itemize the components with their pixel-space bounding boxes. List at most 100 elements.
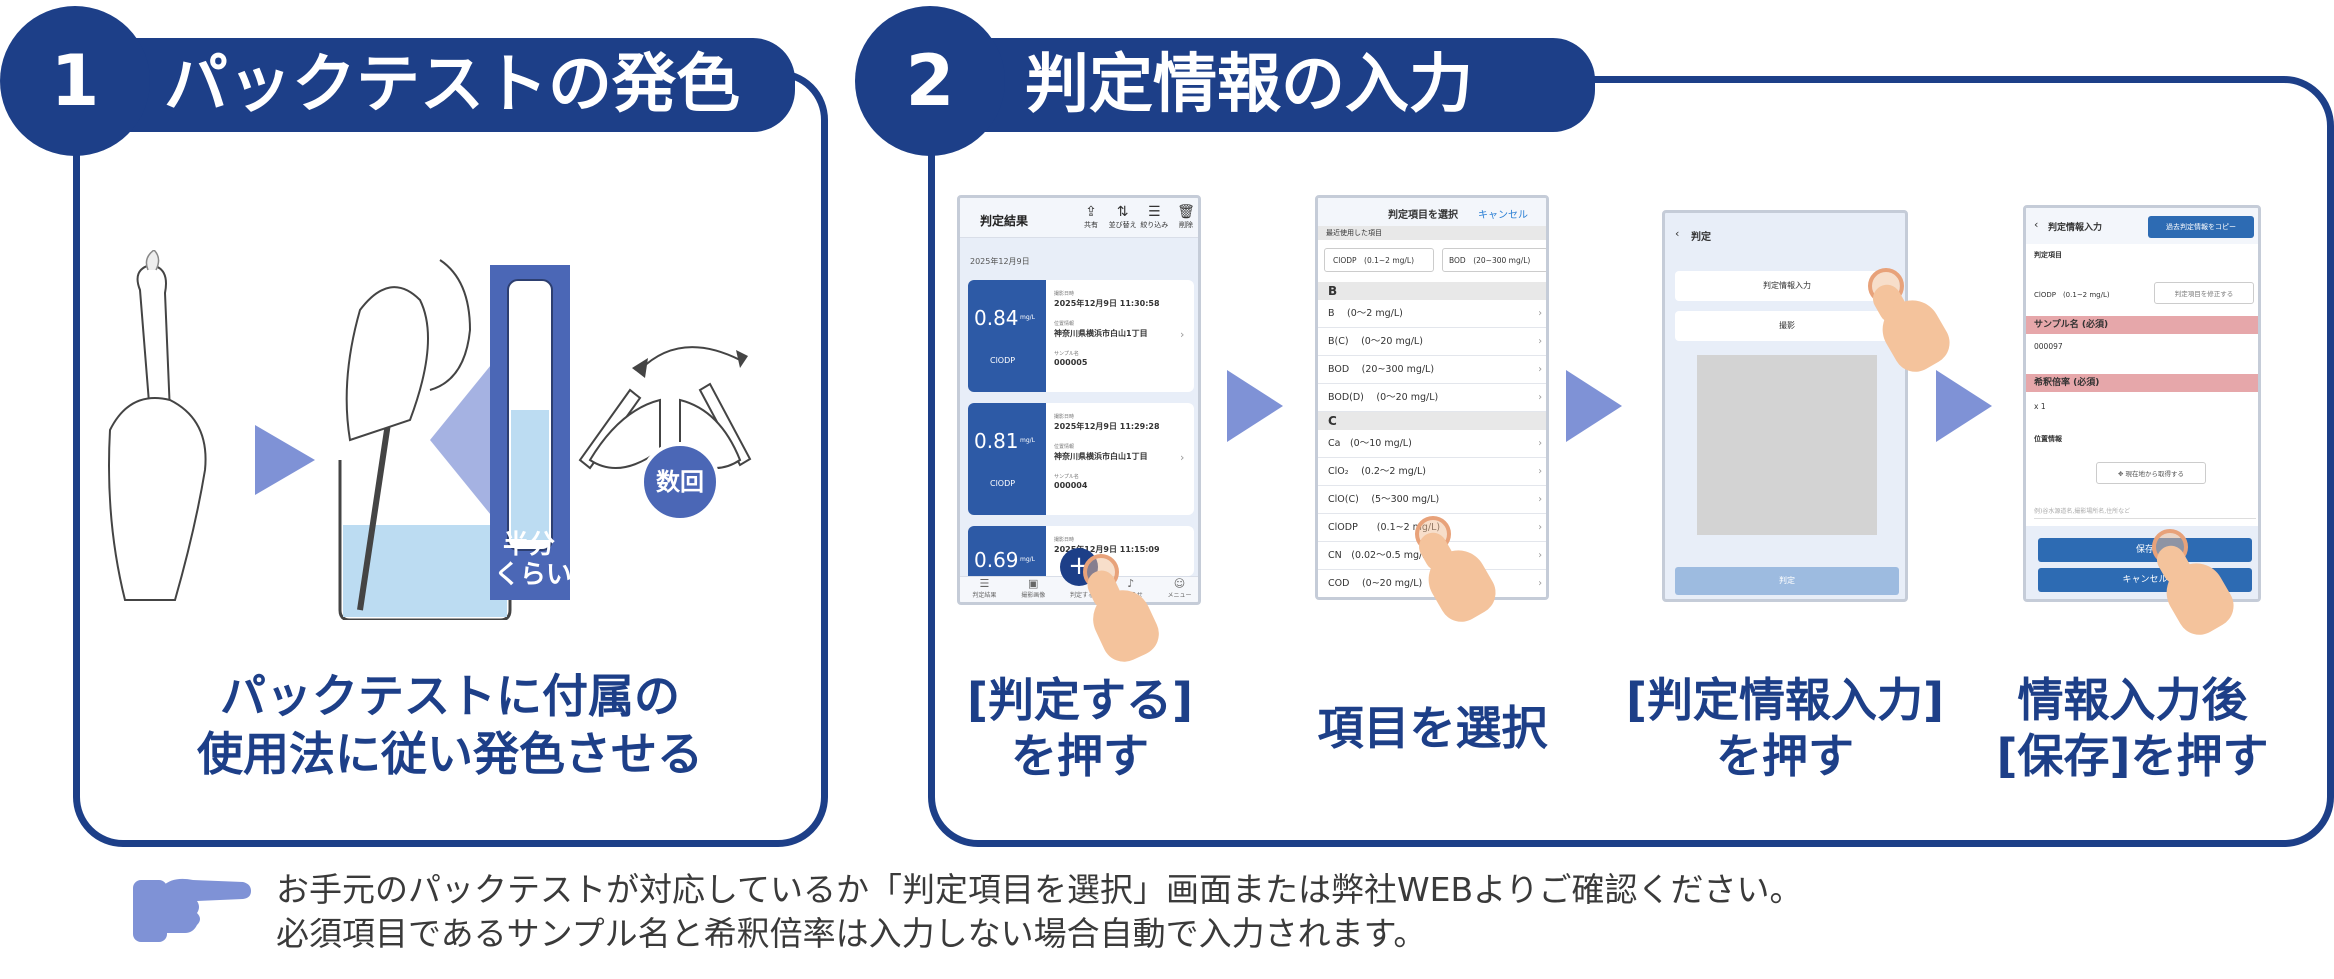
get-location-button[interactable]: ✥ 現在地から取得する — [2096, 462, 2206, 484]
save-button[interactable]: 保存 — [2038, 538, 2252, 562]
tab-results[interactable]: ☰判定結果 — [972, 577, 997, 599]
sample-name-label: サンプル名 (必須) — [2026, 316, 2258, 334]
location-input[interactable]: 例)谷水源道名,撮影場所名,住所など — [2034, 506, 2256, 519]
section-header: B — [1318, 282, 1546, 300]
photo-preview — [1697, 355, 1877, 535]
list-item[interactable]: BOD(D) (0～20 mg/L)› — [1318, 384, 1546, 412]
chevron-right-icon: › — [1538, 550, 1542, 561]
result-sample: 000005 — [1054, 358, 1088, 367]
result-time: 2025年12月9日 11:29:28 — [1054, 422, 1160, 431]
step1-caption-line1: パックテストに付属の — [220, 669, 680, 723]
screen-judge: ‹ 判定 判定情報入力 撮影 判定 — [1662, 210, 1908, 602]
item-value: ClODP (0.1~2 mg/L) — [2034, 291, 2110, 299]
chevron-right-icon: › — [1538, 522, 1542, 533]
step2-title-bar — [905, 38, 1595, 132]
back-icon[interactable]: ‹ — [1675, 227, 1680, 240]
tab-menu[interactable]: ☺メニュー — [1167, 577, 1192, 599]
result-time: 2025年12月9日 11:30:58 — [1054, 299, 1160, 308]
result-card[interactable]: 0.81 mg/L ClODP 撮影日時 2025年12月9日 11:29:28… — [968, 403, 1194, 515]
bell-icon: ♪ — [1127, 577, 1135, 590]
judge-header: ‹ 判定 — [1665, 213, 1905, 257]
step1-number-badge: 1 — [0, 6, 150, 156]
back-icon[interactable]: ‹ — [2034, 218, 2039, 231]
flow-arrow — [1566, 370, 1622, 442]
result-item: ClODP — [990, 479, 1016, 488]
sample-name-input[interactable]: 000097 — [2034, 342, 2063, 351]
result-value: 0.81 — [974, 429, 1019, 453]
info-header: ‹ 判定情報入力 過去判定情報をコピー — [2026, 208, 2258, 244]
note-line1: お手元のパックテストが対応しているか「判定項目を選択」画面または弊社WEBよりご… — [276, 870, 1803, 909]
screen-judgement-info: ‹ 判定情報入力 過去判定情報をコピー 判定項目 ClODP (0.1~2 mg… — [2023, 205, 2261, 602]
list-item[interactable]: B (0～2 mg/L)› — [1318, 300, 1546, 328]
filter-button[interactable]: ☰絞り込み — [1140, 204, 1169, 229]
step2-title: 判定情報の入力 — [1025, 48, 1473, 122]
flow-arrow — [1936, 370, 1992, 442]
tab-bar: ☰判定結果 ▣撮影画像 判定する ♪お知らせ ☺メニュー — [960, 576, 1198, 602]
cancel-link[interactable]: キャンセル — [1478, 210, 1528, 221]
result-place: 神奈川県横浜市白山1丁目 — [1054, 329, 1148, 338]
place-label: 位置情報 — [1054, 321, 1075, 327]
half-badge: 半分 くらい — [494, 530, 573, 590]
pack-test-illustration — [100, 249, 800, 622]
recent-chip[interactable]: BOD (20~300 mg/L) — [1442, 248, 1546, 272]
result-card[interactable]: 0.84 mg/L ClODP 撮影日時 2025年12月9日 11:30:58… — [968, 280, 1194, 392]
chevron-right-icon: › — [1538, 494, 1542, 505]
chevron-right-icon: › — [1538, 364, 1542, 375]
result-item: ClODP — [990, 356, 1016, 365]
list-item[interactable]: ClO₂ (0.2～2 mg/L)› — [1318, 458, 1546, 486]
time-label: 撮影日時 — [1054, 291, 1075, 297]
sample-label: サンプル名 — [1054, 351, 1079, 357]
flow-arrow — [1227, 370, 1283, 442]
chevron-right-icon: › — [1538, 336, 1542, 347]
image-icon: ▣ — [1028, 577, 1039, 590]
result-time: 2025年12月9日 11:15:09 — [1054, 545, 1160, 554]
step2-number-badge: 2 — [855, 6, 1005, 156]
list-item[interactable]: BOD (20~300 mg/L)› — [1318, 356, 1546, 384]
copy-past-info-button[interactable]: 過去判定情報をコピー — [2148, 216, 2254, 238]
photo-button[interactable]: 撮影 — [1675, 311, 1899, 341]
judgement-info-button[interactable]: 判定情報入力 — [1675, 271, 1899, 301]
share-button[interactable]: ⇪共有 — [1076, 204, 1106, 234]
list-item[interactable]: Ca (0～10 mg/L)› — [1318, 430, 1546, 458]
chevron-right-icon: › — [1180, 451, 1185, 464]
result-unit: mg/L — [1020, 437, 1036, 444]
chevron-right-icon: › — [1538, 392, 1542, 403]
time-label: 撮影日時 — [1054, 414, 1075, 420]
step1-title: パックテストの発色 — [164, 48, 740, 122]
pack-test-drawing — [108, 249, 752, 622]
list-item[interactable]: B(C) (0～20 mg/L)› — [1318, 328, 1546, 356]
chevron-right-icon: › — [1538, 466, 1542, 477]
chevron-right-icon: › — [1538, 308, 1542, 319]
tab-judge[interactable]: 判定する — [1070, 592, 1095, 599]
select-header: 判定項目を選択 キャンセル — [1318, 198, 1546, 226]
chevron-right-icon: › — [1538, 438, 1542, 449]
result-unit: mg/L — [1020, 556, 1036, 563]
trash-icon: 🗑 — [1177, 204, 1195, 220]
step1-caption-line2: 使用法に従い発色させる — [197, 727, 703, 781]
note-line2: 必須項目であるサンプル名と希釈倍率は入力しない場合自動で入力されます。 — [276, 914, 1427, 953]
list-item[interactable]: ClO(C) (5～300 mg/L)› — [1318, 486, 1546, 514]
result-sample: 000004 — [1054, 481, 1088, 490]
item-label: 判定項目 — [2034, 251, 2062, 259]
recent-chip[interactable]: ClODP (0.1~2 mg/L) — [1324, 248, 1434, 272]
chevron-right-icon: › — [1538, 578, 1542, 589]
repeat-badge: 数回 — [640, 442, 720, 522]
step1-title-bar — [50, 38, 795, 132]
sort-button[interactable]: ⇅並び替え — [1108, 204, 1137, 229]
person-icon: ☺ — [1173, 577, 1186, 590]
dilution-input[interactable]: x 1 — [2034, 402, 2046, 411]
select-title: 判定項目を選択 — [1388, 210, 1458, 221]
tab-images[interactable]: ▣撮影画像 — [1021, 577, 1046, 599]
location-label: 位置情報 — [2034, 435, 2062, 443]
judge-button[interactable]: 判定 — [1675, 567, 1899, 595]
caption-tap-judge: [判定する]を押す — [966, 673, 1194, 783]
results-title: 判定結果 — [980, 214, 1029, 228]
pointing-finger-icon — [133, 872, 251, 944]
delete-button[interactable]: 🗑削除 — [1171, 204, 1198, 234]
sample-label: サンプル名 — [1054, 474, 1079, 480]
section-header: C — [1318, 412, 1546, 430]
change-item-button[interactable]: 判定項目を修正する — [2154, 282, 2254, 304]
result-value: 0.69 — [974, 548, 1019, 572]
place-label: 位置情報 — [1054, 444, 1075, 450]
caption-tap-info: [判定情報入力]を押す — [1625, 673, 1945, 783]
